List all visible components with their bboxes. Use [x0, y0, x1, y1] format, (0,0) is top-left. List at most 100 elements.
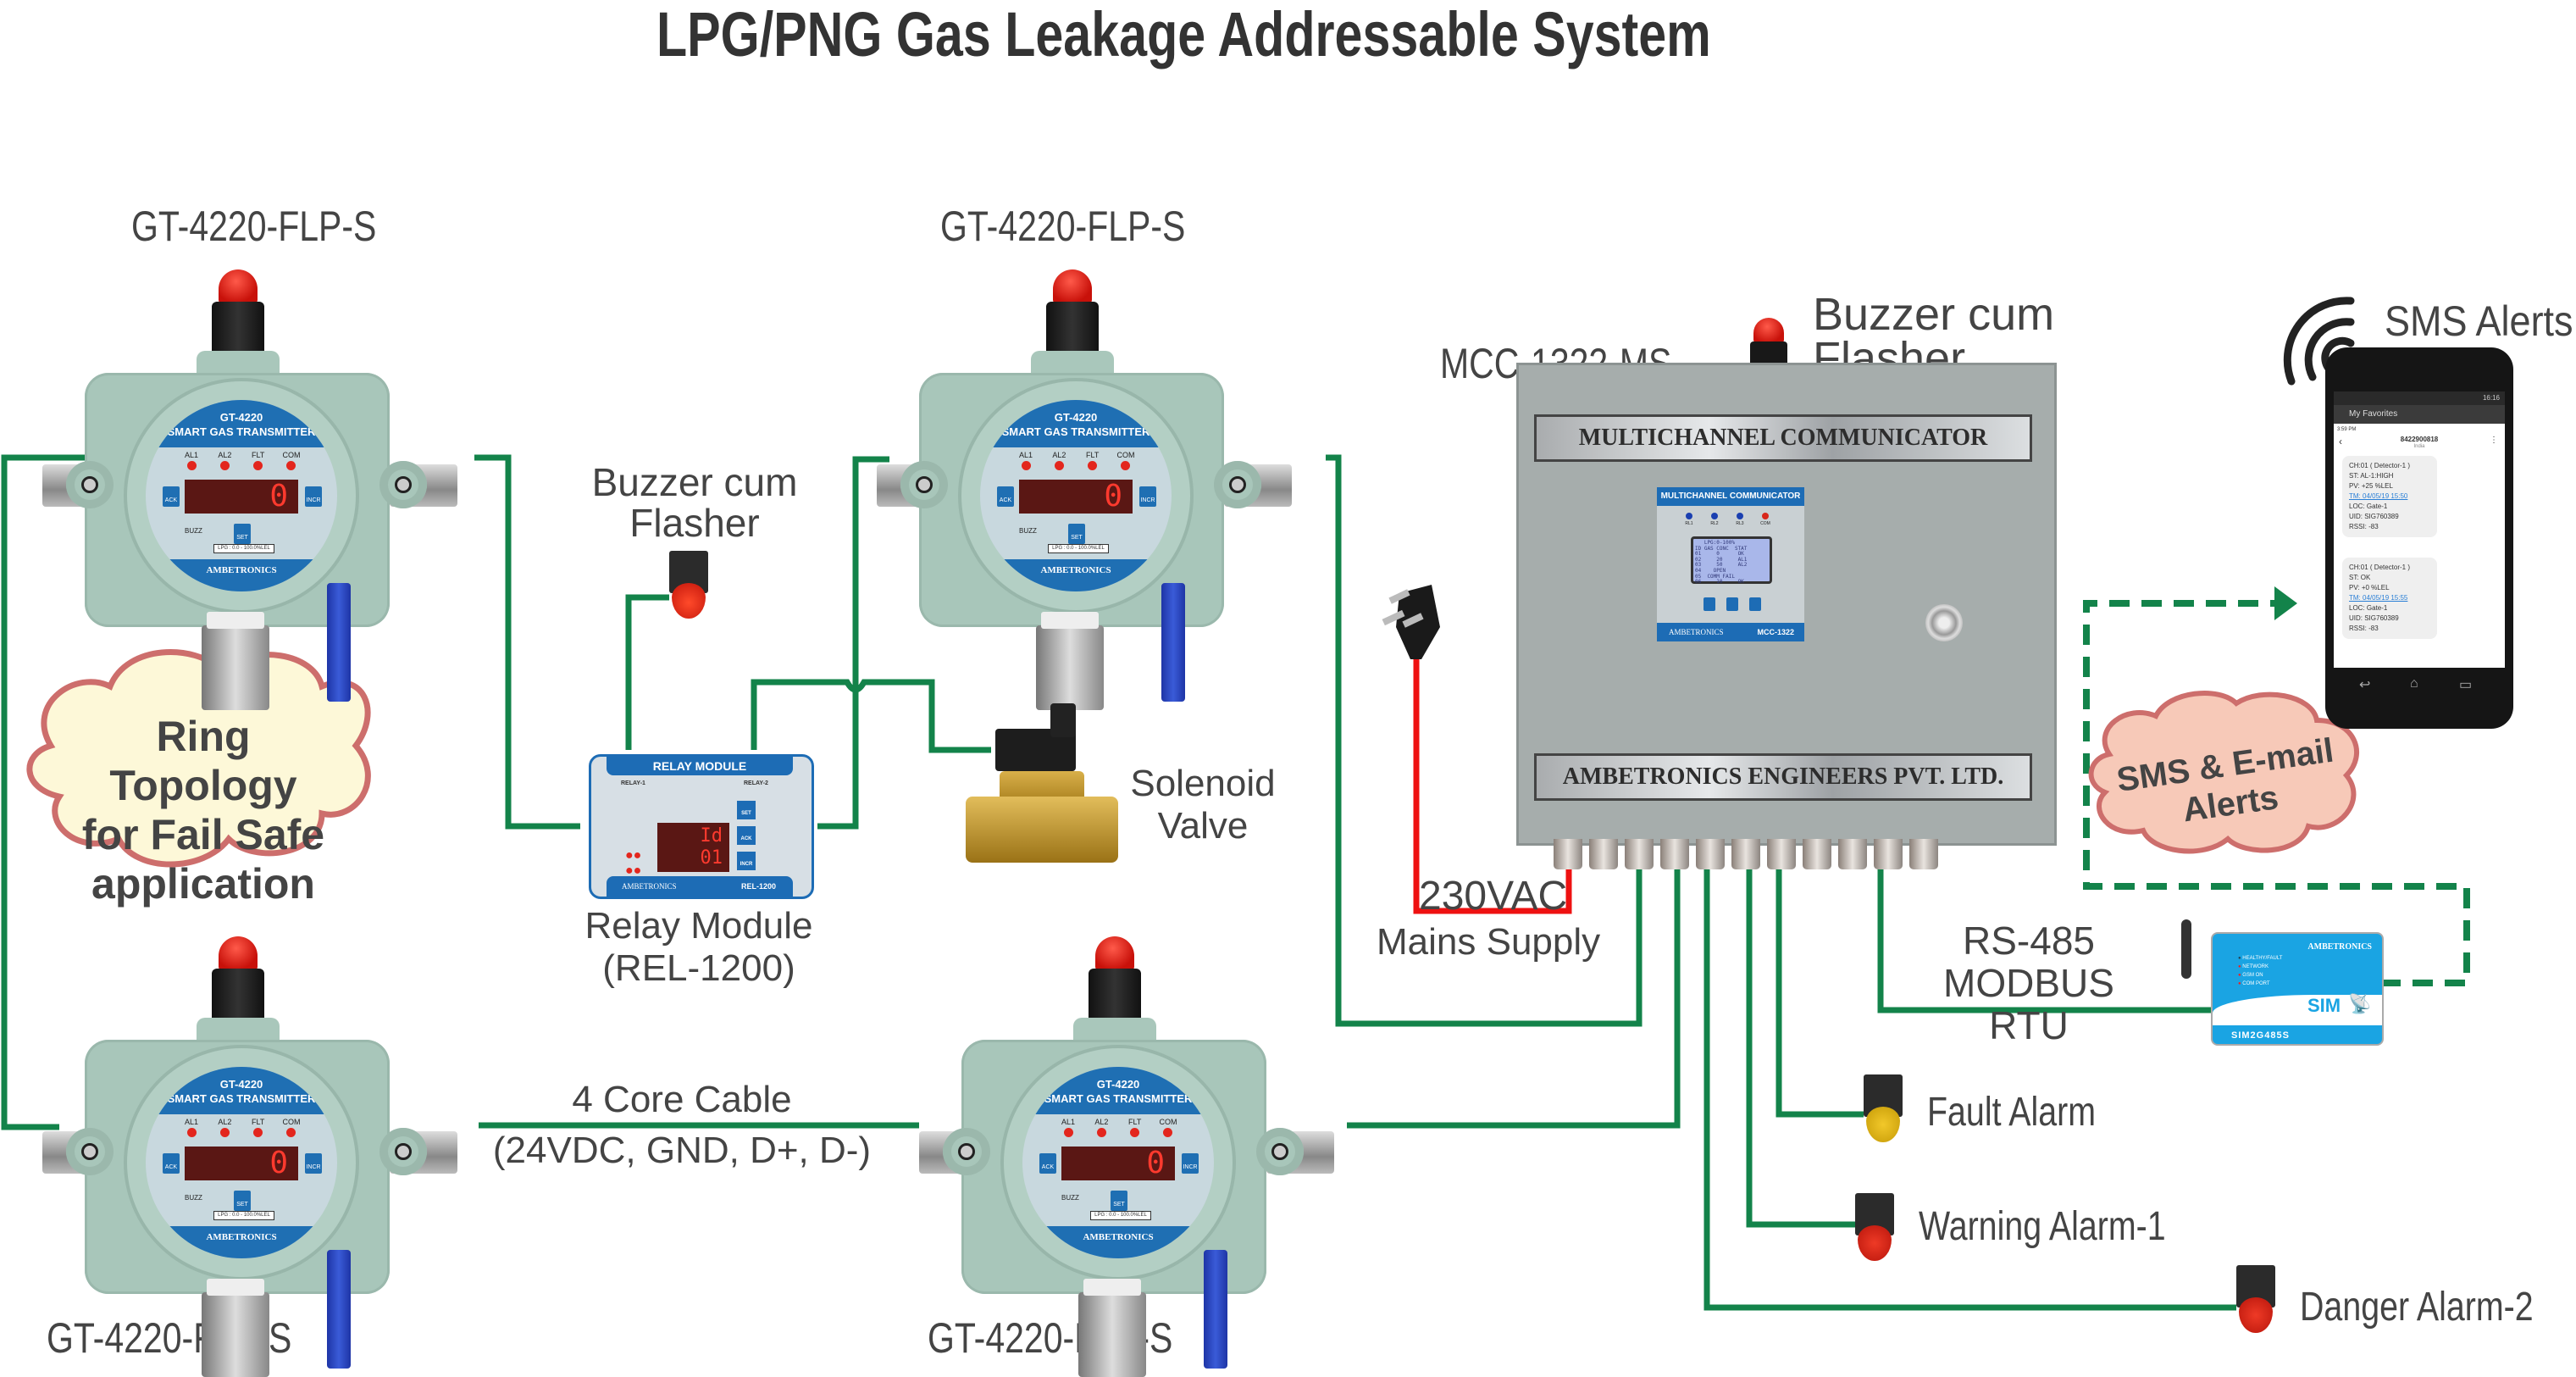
label-line: Buzzer cum: [591, 460, 798, 504]
nav-back-icon[interactable]: ↩: [2359, 678, 2371, 692]
nav-recent-icon[interactable]: ▭: [2459, 678, 2473, 692]
sender-region: India: [2413, 444, 2425, 449]
label-line: Valve: [1157, 805, 1249, 847]
beacon-icon: [219, 936, 258, 970]
mcc-controller: MULTICHANNEL COMMUNICATOR RL1 RL2 RL3 CO…: [1657, 487, 1804, 641]
msg-line: RSSI: -83: [2349, 523, 2379, 530]
lock-icon: [1925, 604, 1963, 641]
sim-module: AMBETRONICS ● HEALTHY/FAULT ● NETWORK ● …: [2211, 932, 2384, 1046]
alerts-cloud: [2088, 691, 2360, 854]
msg-line[interactable]: TM: 04/05/19 15:50: [2349, 492, 2408, 500]
led-label: AL2: [218, 451, 232, 459]
sms-alerts-label: SMS Alerts: [2385, 297, 2573, 345]
voltage-label: 230VAC: [1419, 874, 1568, 919]
sim-led-list: ● HEALTHY/FAULT ● NETWORK ● GSM ON ● COM…: [2238, 956, 2283, 986]
back-icon[interactable]: ‹: [2339, 436, 2342, 447]
danger-alarm-icon: [2236, 1265, 2275, 1335]
led-label: AL1: [184, 1118, 198, 1126]
sender-number: 8422900818: [2400, 436, 2439, 443]
set-button: SET: [1111, 1191, 1127, 1211]
power-label: 230VAC Mains Supply: [1377, 873, 1631, 964]
sim-logo: SIM: [2307, 995, 2341, 1016]
controller-model: MCC-1322: [1757, 628, 1794, 636]
label-line: Flasher: [629, 501, 760, 545]
ack-button: ACK: [163, 1153, 180, 1174]
solenoid-valve-icon: [966, 703, 1118, 864]
cable-label: 4 Core Cable (24VDC, GND, D+, D-): [491, 1074, 873, 1176]
brand-label: AMBETRONICS: [980, 559, 1172, 591]
power-wire: [1413, 657, 1572, 914]
led-label: FLT: [251, 451, 265, 459]
msg-line: CH:01 ( Detector-1 ): [2349, 462, 2411, 469]
antenna-icon: [2181, 919, 2191, 979]
model-text: GT-4220: [219, 1078, 263, 1091]
range-label: LPG : 0.0 - 100.0%LEL: [1048, 544, 1109, 553]
set-button: SET: [1068, 524, 1085, 544]
relay-display: Id 01: [657, 823, 729, 872]
led-label: COM: [1760, 521, 1770, 526]
wire-tx4-mcc: [1347, 869, 1681, 1129]
phone: 16:16 My Favorites 3:59 PM ‹ 8422900818 …: [2325, 347, 2513, 729]
led-label: AL1: [1018, 451, 1033, 459]
subtitle-text: SMART GAS TRANSMITTER: [1001, 425, 1150, 438]
brand-label: AMBETRONICS: [146, 1226, 337, 1258]
gas-reading: 0: [185, 480, 298, 514]
label-line: (24VDC, GND, D+, D-): [492, 1130, 872, 1171]
relay-1-label: RELAY-1: [621, 780, 645, 786]
gas-reading: 0: [185, 1147, 298, 1180]
solenoid-label: Solenoid Valve: [1110, 763, 1296, 847]
more-menu-icon[interactable]: ⋮: [2490, 436, 2498, 445]
transmitter-2-label: GT-4220-FLP-S: [940, 203, 1186, 250]
led-label: RL3: [1736, 521, 1744, 526]
led-label: COM: [1159, 1118, 1177, 1126]
led-label: AL2: [1094, 1118, 1109, 1126]
led-label: RL1: [1685, 521, 1693, 526]
phone-screen: 16:16 My Favorites 3:59 PM ‹ 8422900818 …: [2334, 391, 2505, 668]
relay-module: RELAY MODULE RELAY-1 RELAY-2 Id 01 ●●●● …: [589, 754, 814, 899]
buzz-label: BUZZ: [185, 1194, 202, 1202]
ring-topology-cloud: [26, 649, 371, 868]
relay-incr-button: INCR: [737, 852, 756, 870]
controller-brand: AMBETRONICS: [1669, 628, 1724, 636]
msg-line: ST: OK: [2349, 574, 2371, 581]
sms-message: CH:01 ( Detector-1 ) ST: OK PV: +0 %LEL …: [2342, 558, 2437, 639]
fault-alarm-icon: [1864, 1074, 1903, 1144]
probe-cable: [1204, 1250, 1227, 1369]
sim-model: SIM2G485S: [2231, 1030, 2290, 1041]
app-bar: My Favorites: [2334, 405, 2505, 424]
led-label: AL1: [184, 451, 198, 459]
relay-model: REL-1200: [740, 882, 776, 891]
msg-line: ST: AL-1:HIGH: [2349, 472, 2394, 480]
set-button: SET: [234, 1191, 251, 1211]
buzz-label: BUZZ: [185, 527, 202, 535]
fault-alarm-label: Fault Alarm: [1927, 1090, 2097, 1135]
sim-brand: AMBETRONICS: [2307, 942, 2372, 952]
msg-line: PV: +25 %LEL: [2349, 482, 2393, 490]
sms-message: CH:01 ( Detector-1 ) ST: AL-1:HIGH PV: +…: [2342, 456, 2437, 537]
nav-home-icon[interactable]: ⌂: [2410, 676, 2418, 691]
wire-danger-alarm: [1703, 869, 2236, 1311]
led-label: COM: [282, 451, 301, 459]
ack-button: ACK: [163, 486, 180, 507]
label-line: Buzzer cum: [1813, 289, 2055, 340]
cable-glands: [1516, 839, 2058, 873]
ring-topology-text: Ring Topology for Fail Safe application: [59, 712, 347, 908]
incr-button: INCR: [1139, 486, 1156, 507]
led-label: COM: [1116, 451, 1135, 459]
sensor-head: [1036, 612, 1104, 710]
wire-relay-buzzer: [625, 594, 669, 750]
led-label: AL1: [1061, 1118, 1075, 1126]
buzz-label: BUZZ: [1019, 527, 1037, 535]
sensor-head: [1078, 1279, 1146, 1377]
led-label: AL2: [218, 1118, 232, 1126]
mcc-ack-button: [1726, 597, 1738, 611]
sensor-head: [202, 612, 269, 710]
msg-line[interactable]: TM: 04/05/19 15:55: [2349, 594, 2408, 602]
satellite-dish-icon: 📡: [2348, 993, 2372, 1014]
caption-line: (REL-1200): [602, 947, 795, 989]
relay-buzzer-label: Buzzer cum Flasher: [584, 462, 805, 543]
beacon-icon: [219, 269, 258, 303]
wire-tx2-mcc: [1326, 454, 1643, 1027]
